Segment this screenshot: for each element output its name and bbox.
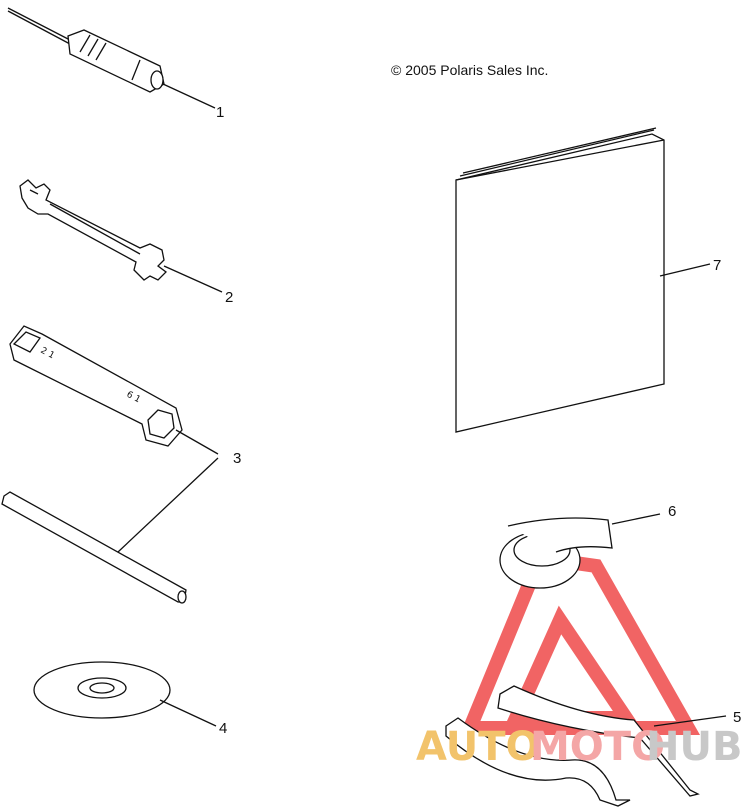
watermark-text: AUTO MOTO HUB <box>416 724 742 770</box>
callout-7: 7 <box>713 257 721 274</box>
callout-1: 1 <box>216 104 224 121</box>
owners-manual-part <box>455 127 711 433</box>
tape-roll-part <box>499 513 661 589</box>
disc-part <box>33 661 217 727</box>
callout-4: 4 <box>219 720 227 737</box>
tire-lever-part <box>445 685 727 807</box>
watermark-text-middle: MOTO <box>530 724 665 770</box>
tommy-bar-part <box>1 457 219 604</box>
callout-5: 5 <box>733 709 741 726</box>
watermark-text-suffix: HUB <box>646 724 742 770</box>
screwdriver-part <box>7 7 216 109</box>
wrench-part <box>19 179 223 293</box>
copyright-notice: © 2005 Polaris Sales Inc. <box>391 62 549 78</box>
watermark-text-prefix: AUTO <box>416 724 540 770</box>
callout-3: 3 <box>233 450 241 467</box>
socket-wrench-part: 2 1 6 1 <box>9 325 219 455</box>
callout-6: 6 <box>668 503 676 520</box>
callout-2: 2 <box>225 289 233 306</box>
